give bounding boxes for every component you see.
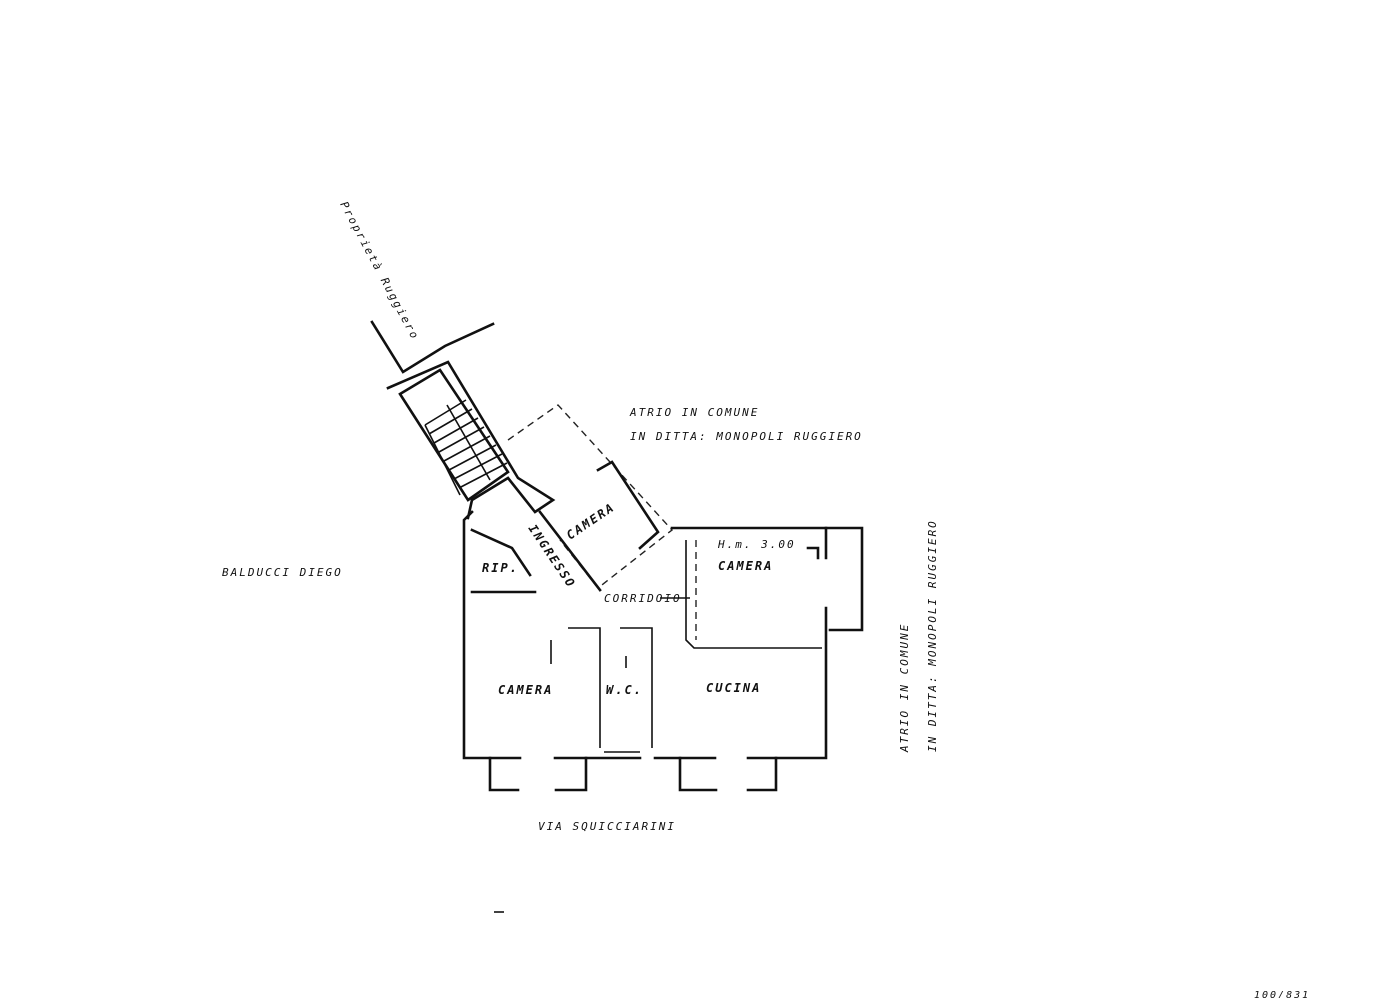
room-height: H.m. 3.00: [717, 538, 796, 551]
atrio-right-line2: IN DITTA: MONOPOLI RUGGIERO: [926, 519, 939, 752]
street-label: VIA SQUICCIARINI: [538, 820, 676, 833]
stair-treads: [424, 399, 508, 496]
room-camera-diagonal: CAMERA: [564, 500, 618, 543]
neighbor-left-label: BALDUCCI DIEGO: [222, 566, 343, 579]
room-wc: W.C.: [606, 683, 643, 697]
room-camera-right: CAMERA: [718, 559, 773, 573]
room-corridoio: CORRIDOIO: [604, 592, 682, 605]
room-camera-left: CAMERA: [498, 683, 553, 697]
diagonal-room-outline: [507, 404, 674, 589]
staircase: [370, 320, 556, 520]
atrio-right-line1: ATRIO IN COMUNE: [898, 623, 911, 753]
atrio-top-line1: ATRIO IN COMUNE: [629, 406, 759, 419]
corner-reference: 100/831: [1254, 990, 1310, 998]
diagonal-room-wall-lower: [538, 510, 602, 592]
neighbor-top-label: Proprietà Ruggiero: [337, 199, 421, 342]
room-cucina: CUCINA: [706, 681, 761, 695]
room-ripostiglio: RIP.: [482, 561, 519, 575]
apartment-walls: [462, 510, 864, 760]
street-balconies: [488, 751, 778, 792]
diagonal-room-wall: [596, 460, 660, 550]
atrio-top-line2: IN DITTA: MONOPOLI RUGGIERO: [630, 430, 863, 443]
